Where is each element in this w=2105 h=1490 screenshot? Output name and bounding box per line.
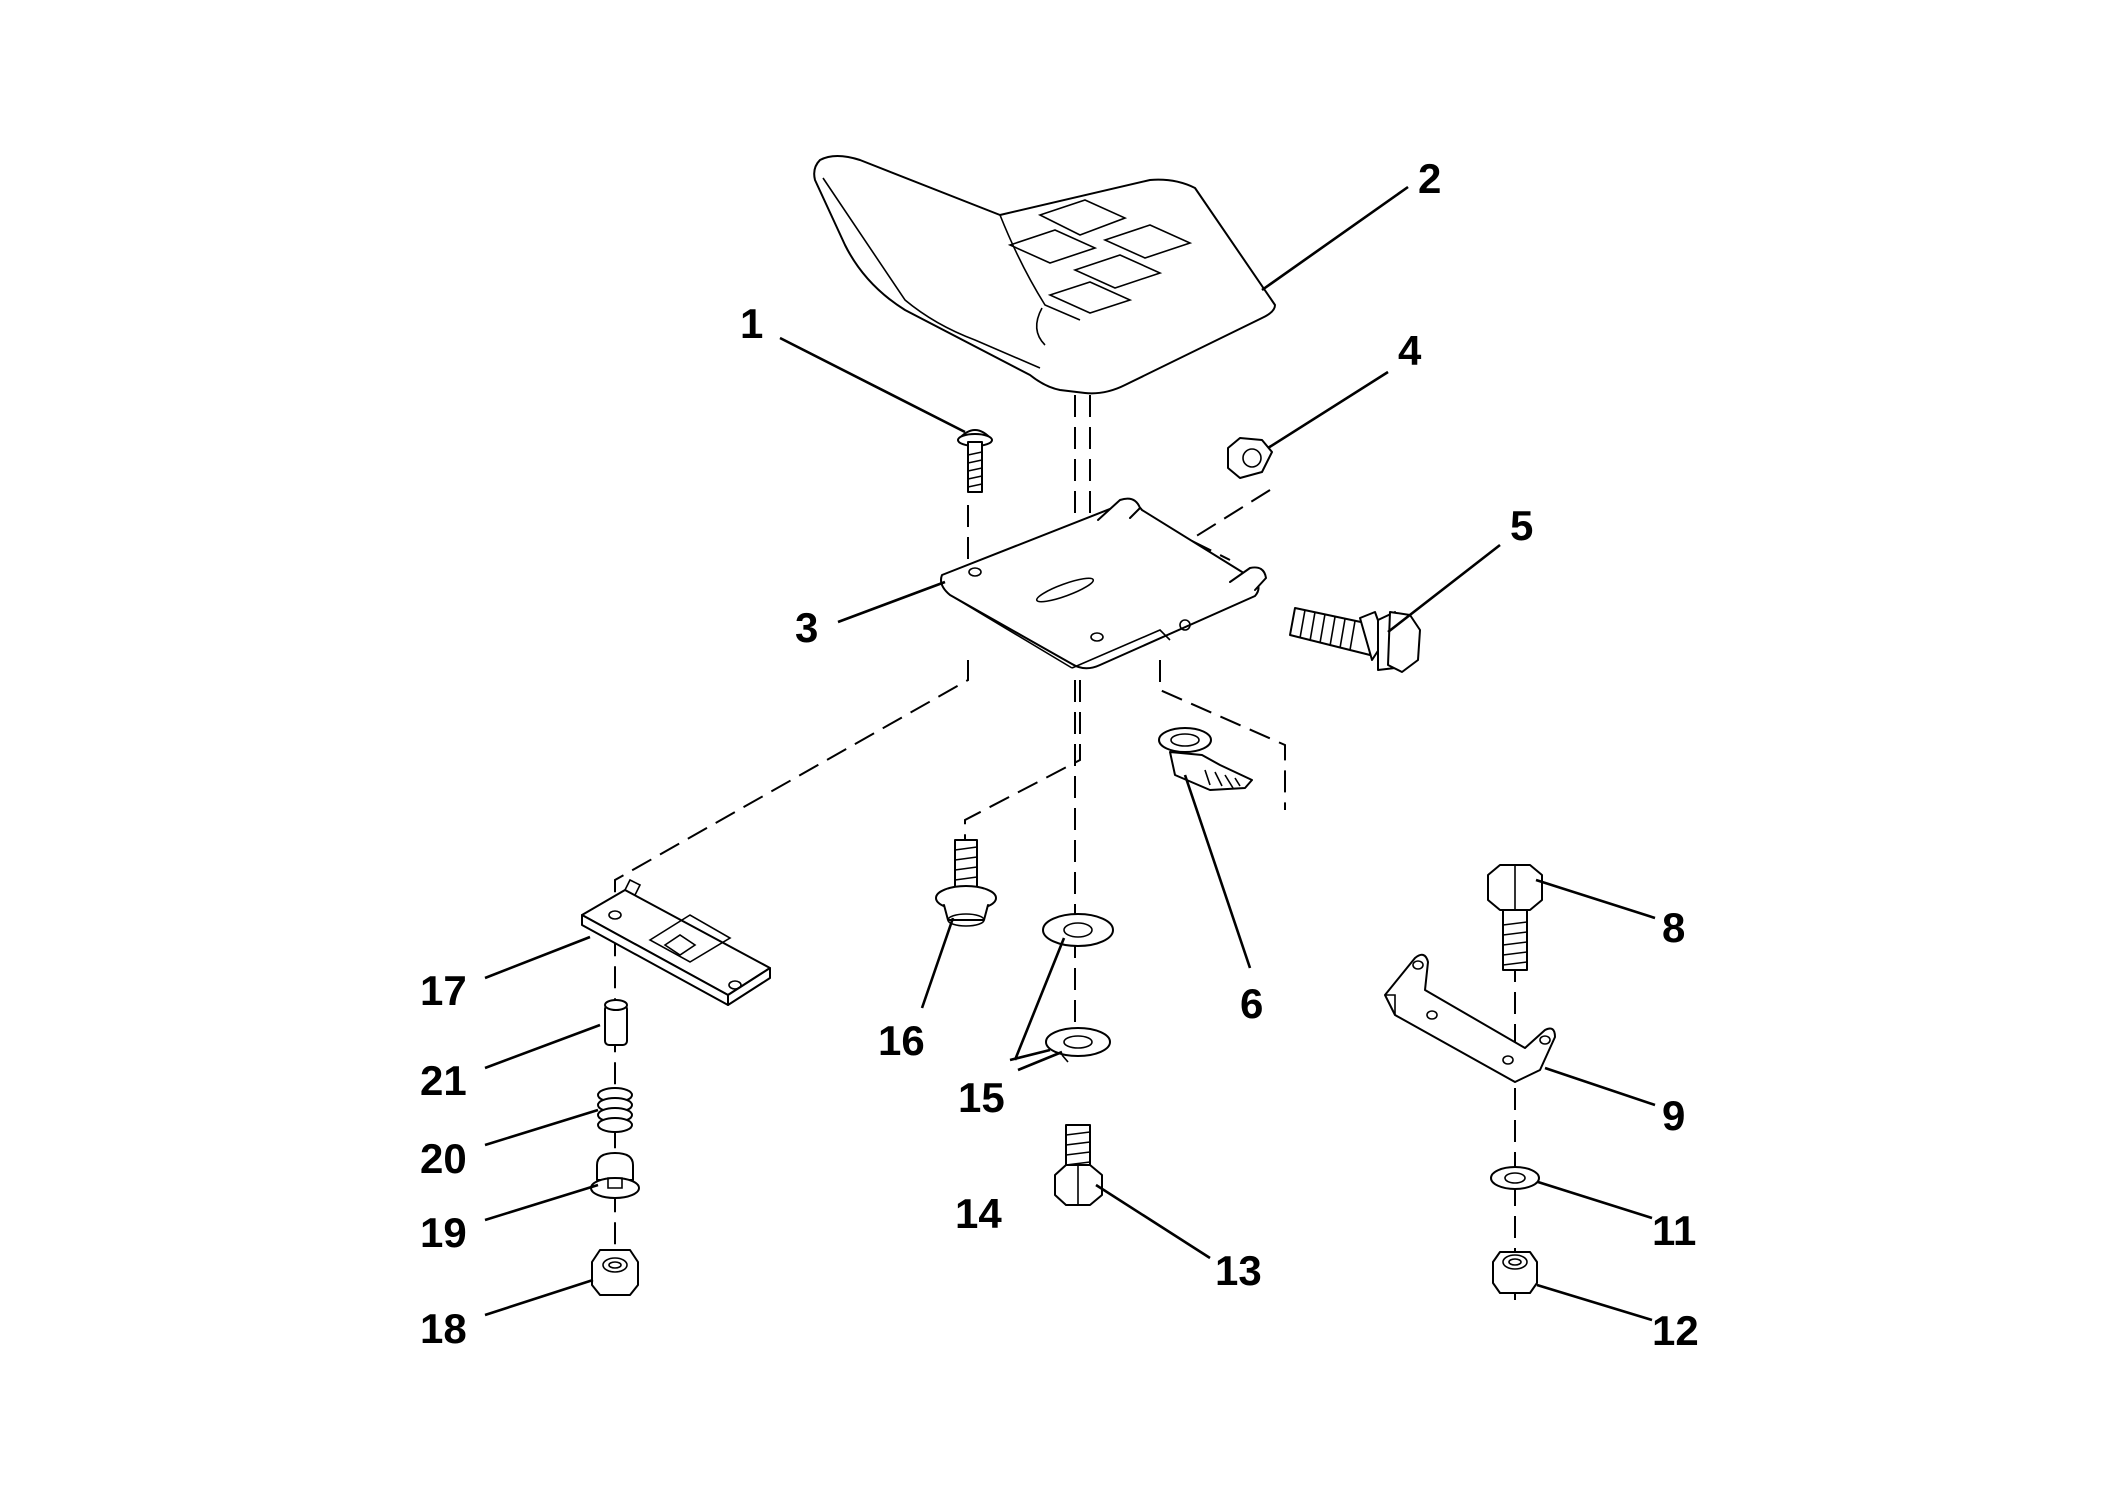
part-number-18: 18 bbox=[420, 1305, 467, 1352]
flange-nut-part bbox=[591, 1249, 639, 1296]
shoulder-bolt-part bbox=[935, 839, 997, 927]
part-number-19: 19 bbox=[420, 1209, 467, 1256]
hex-cap-screw-part bbox=[1054, 1124, 1103, 1206]
seat-pan-part bbox=[940, 497, 1267, 670]
spring-part bbox=[597, 1087, 633, 1133]
part-number-14: 14 bbox=[955, 1190, 1002, 1237]
washer-11-part bbox=[1490, 1166, 1540, 1190]
hex-bolt-8-part bbox=[1487, 864, 1543, 971]
hex-nut-part bbox=[1227, 437, 1273, 479]
part-number-12: 12 bbox=[1652, 1307, 1699, 1354]
spring-clip-part bbox=[1158, 727, 1253, 791]
slide-plate-part bbox=[581, 878, 771, 1006]
part-number-labels: 1 2 3 4 5 6 8 9 11 12 13 14 15 16 17 18 … bbox=[420, 155, 1699, 1354]
part-number-8: 8 bbox=[1662, 904, 1685, 951]
part-number-5: 5 bbox=[1510, 502, 1533, 549]
part-number-3: 3 bbox=[795, 604, 818, 651]
part-number-13: 13 bbox=[1215, 1247, 1262, 1294]
part-number-1: 1 bbox=[740, 300, 763, 347]
carriage-bolt-part bbox=[957, 429, 993, 493]
part-number-15: 15 bbox=[958, 1074, 1005, 1121]
lock-washer-part bbox=[1045, 1027, 1111, 1063]
part-number-17: 17 bbox=[420, 967, 467, 1014]
part-number-21: 21 bbox=[420, 1057, 467, 1104]
part-number-20: 20 bbox=[420, 1135, 467, 1182]
part-number-6: 6 bbox=[1240, 980, 1263, 1027]
seat-part bbox=[813, 155, 1276, 395]
knob-part bbox=[590, 1152, 640, 1199]
part-number-2: 2 bbox=[1418, 155, 1441, 202]
pin-part bbox=[604, 999, 628, 1046]
flat-washer-part bbox=[1042, 913, 1114, 947]
lock-nut-part bbox=[1492, 1251, 1538, 1294]
part-number-16: 16 bbox=[878, 1017, 925, 1064]
leader-lines bbox=[484, 185, 1656, 1322]
hex-bolt-part bbox=[1289, 607, 1421, 673]
u-bracket-part bbox=[1384, 953, 1556, 1083]
part-number-11: 11 bbox=[1652, 1207, 1696, 1254]
part-number-9: 9 bbox=[1662, 1092, 1685, 1139]
seat-cushion-pads bbox=[1007, 199, 1193, 314]
part-number-4: 4 bbox=[1398, 327, 1422, 374]
